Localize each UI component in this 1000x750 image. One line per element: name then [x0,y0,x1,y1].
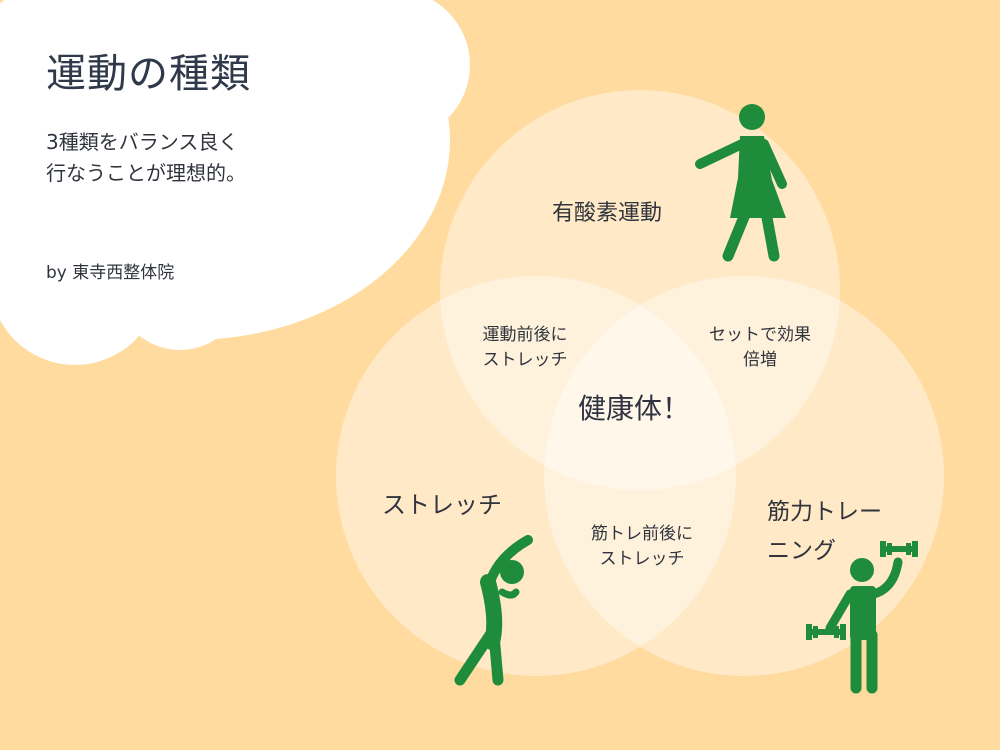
author-credit: by 東寺西整体院 [46,263,175,283]
label-stretch: ストレッチ [382,491,502,519]
venn-circle-stretch [336,276,736,676]
venn-circle-strength [544,276,944,676]
dumbbell-person-icon [806,541,918,694]
label-aerobic: 有酸素運動 [552,201,663,226]
subtitle: 3種類をバランス良く 行なうことが理想的。 [46,130,246,185]
stretching-person-icon [454,535,533,686]
page-title: 運動の種類 [46,51,251,97]
cloud-shape [0,0,470,365]
overlap-stretch-strength: 筋トレ前後に ストレッチ [591,524,693,569]
overlap-aerobic-strength: セットで効果 倍増 [709,325,811,370]
label-strength: 筋力トレー ニング [767,499,882,565]
walking-person-icon [695,104,787,262]
center-label: 健康体！ [578,392,691,425]
overlap-aerobic-stretch: 運動前後に ストレッチ [482,325,568,370]
